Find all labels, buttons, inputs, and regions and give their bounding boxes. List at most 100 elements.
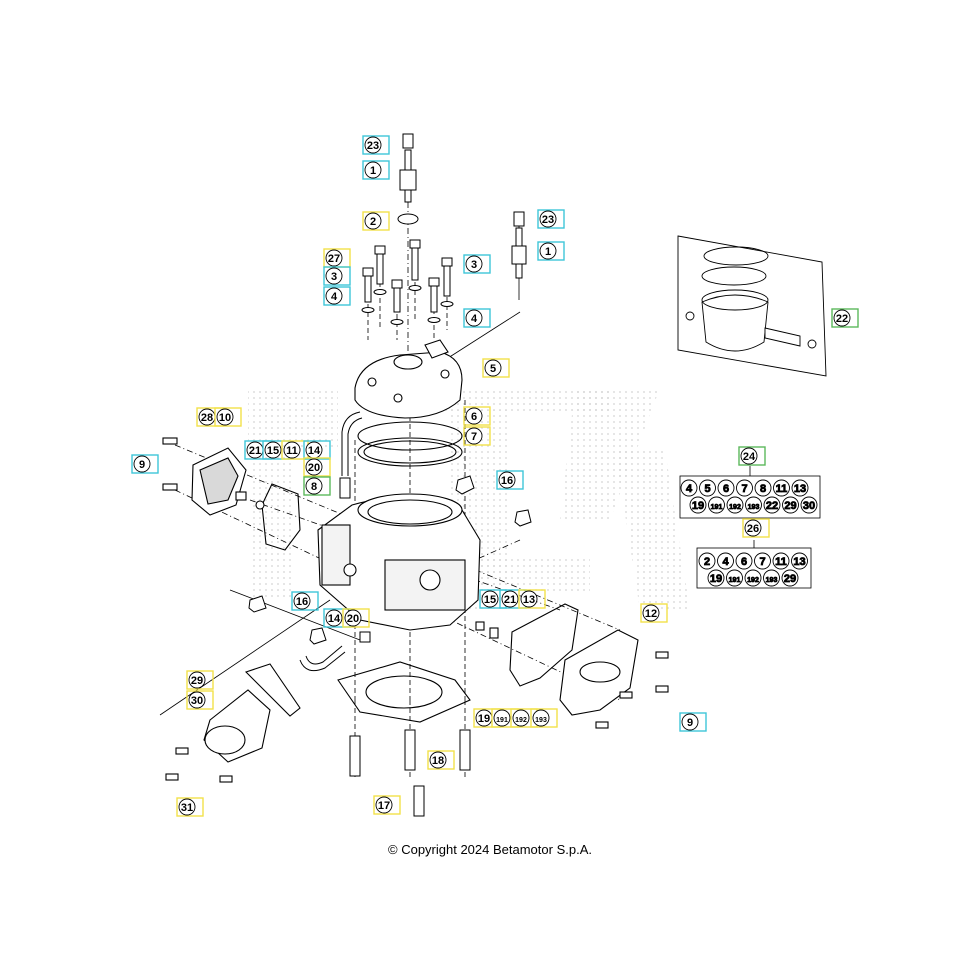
callout-circle-c17-label: 17 (378, 800, 390, 812)
callout-circle-c1a-label: 1 (370, 165, 376, 177)
callout-circle-c3a: 3 (325, 267, 343, 285)
callout-c7: 7 (463, 426, 491, 446)
callout-circle-c22: 22 (833, 309, 851, 327)
callout-circle-c24-label: 24 (743, 451, 756, 463)
callout-circle-c12-label: 12 (645, 608, 657, 620)
kit24-row2-item-3-label: 193 (748, 504, 760, 511)
callout-circle-c16b-label: 16 (296, 596, 308, 608)
callout-circle-c11-label: 11 (286, 445, 298, 457)
callout-c14a: 14 (303, 440, 331, 460)
callout-circle-c9b: 9 (681, 713, 699, 731)
kit24-row1-item-0-label: 4 (686, 483, 693, 495)
callout-circle-c19-label: 19 (478, 713, 490, 725)
base-gasket (337, 661, 471, 723)
callout-circle-c12: 12 (642, 604, 660, 622)
callout-c22: 22 (831, 308, 859, 328)
callout-c23b: 23 (537, 209, 565, 229)
callout-c9a: 9 (131, 454, 159, 474)
kit26-row2-item-2: 192 (744, 569, 762, 587)
callout-c1a: 1 (362, 160, 390, 180)
spark-plug-top (397, 133, 419, 225)
kit26-row1-item-5: 13 (791, 552, 808, 570)
callout-c4b: 4 (463, 308, 491, 328)
head-bolts (361, 239, 454, 325)
callout-c20a: 20 (303, 457, 331, 477)
kit26-row1-item-0-label: 2 (704, 556, 710, 568)
callout-circle-c14b: 14 (325, 609, 343, 627)
kit24-row2-item-4-label: 22 (766, 500, 778, 512)
callout-c13: 13 (518, 589, 546, 609)
callout-circle-c1b: 1 (539, 242, 557, 260)
kit24-row1-item-1-label: 5 (704, 483, 710, 495)
callout-c18: 18 (427, 750, 455, 770)
callout-c16a: 16 (496, 470, 524, 490)
callout-circle-c31-label: 31 (181, 802, 193, 814)
callout-circle-c16a: 16 (498, 471, 516, 489)
callout-circle-c21b-label: 21 (504, 594, 516, 606)
callout-circle-c1a: 1 (364, 161, 382, 179)
callout-circle-c21a: 21 (246, 441, 264, 459)
callout-circle-c16a-label: 16 (501, 475, 513, 487)
callout-circle-c14a-label: 14 (308, 445, 321, 457)
kit26-row2-item-3: 193 (763, 569, 780, 587)
callout-circle-c16b: 16 (293, 592, 311, 610)
callout-circle-c6-label: 6 (471, 411, 477, 423)
kit24-row2-item-1: 191 (708, 496, 725, 514)
callout-circle-c20b-label: 20 (347, 613, 359, 625)
cylinder-block (317, 493, 481, 631)
callout-c15a: 15 (262, 440, 290, 460)
callout-c3b: 3 (463, 254, 491, 274)
callout-c6: 6 (463, 406, 491, 426)
callout-circle-c15a: 15 (264, 441, 282, 459)
callout-circle-c191: 191 (493, 709, 511, 727)
kit26-row1-item-3: 7 (754, 552, 771, 570)
callout-circle-c3b-label: 3 (471, 259, 477, 271)
callout-circle-c5-label: 5 (490, 363, 496, 375)
callout-circle-c11: 11 (283, 441, 301, 459)
kit26-row1-item-0: 2 (698, 552, 716, 570)
callout-circle-c27: 27 (325, 249, 343, 267)
kit26-row2-item-3-label: 193 (766, 577, 778, 584)
callout-circle-c17: 17 (375, 796, 393, 814)
kit24-row2-item-5-label: 29 (784, 500, 796, 512)
callout-c17: 17 (373, 795, 401, 815)
callout-circle-c4b-label: 4 (471, 313, 478, 325)
callout-circle-c28-label: 28 (201, 412, 213, 424)
kit24-row2-item-4: 22 (763, 496, 781, 514)
kit24-row1-item-5: 11 (773, 479, 790, 497)
callout-circle-c15b: 15 (481, 590, 499, 608)
callout-circle-c30-label: 30 (191, 695, 203, 707)
callout-c30: 30 (186, 690, 214, 710)
kit24-row1-item-3: 7 (736, 479, 753, 497)
coolant-hose (339, 411, 363, 499)
callout-circle-c7-label: 7 (471, 431, 477, 443)
callout-circle-c23b: 23 (539, 210, 557, 228)
callout-circle-c26-label: 26 (747, 523, 759, 535)
callout-circle-c10: 10 (216, 408, 234, 426)
callout-circle-c26: 26 (744, 519, 762, 537)
callout-circle-c192-label: 192 (515, 717, 527, 724)
callout-circle-c30: 30 (188, 691, 206, 709)
callout-circle-c31: 31 (178, 798, 196, 816)
callout-circle-c23b-label: 23 (542, 214, 554, 226)
callout-circle-c15b-label: 15 (484, 594, 496, 606)
copyright-notice: © Copyright 2024 Betamotor S.p.A. (388, 842, 592, 857)
kit24-row1-item-2-label: 6 (723, 483, 729, 495)
callout-circle-c7: 7 (465, 427, 483, 445)
kit26-row1-item-4: 11 (772, 552, 790, 570)
callout-circle-c23a-label: 23 (367, 140, 379, 152)
callout-c3a: 3 (323, 266, 351, 286)
nuts (248, 475, 532, 645)
callout-circle-c24: 24 (740, 447, 758, 465)
kit26-row1-item-5-label: 13 (793, 556, 805, 568)
kit26-row2-item-4-label: 29 (784, 573, 796, 585)
spark-plug-right (511, 211, 527, 279)
kit26-row1-item-4-label: 11 (775, 556, 787, 568)
callout-circle-c191-label: 191 (496, 717, 508, 724)
callout-circle-c18: 18 (429, 751, 447, 769)
kit24-row1-item-4: 8 (754, 479, 772, 497)
kit24-row1-item-3-label: 7 (741, 483, 747, 495)
callout-circle-c20b: 20 (344, 609, 362, 627)
